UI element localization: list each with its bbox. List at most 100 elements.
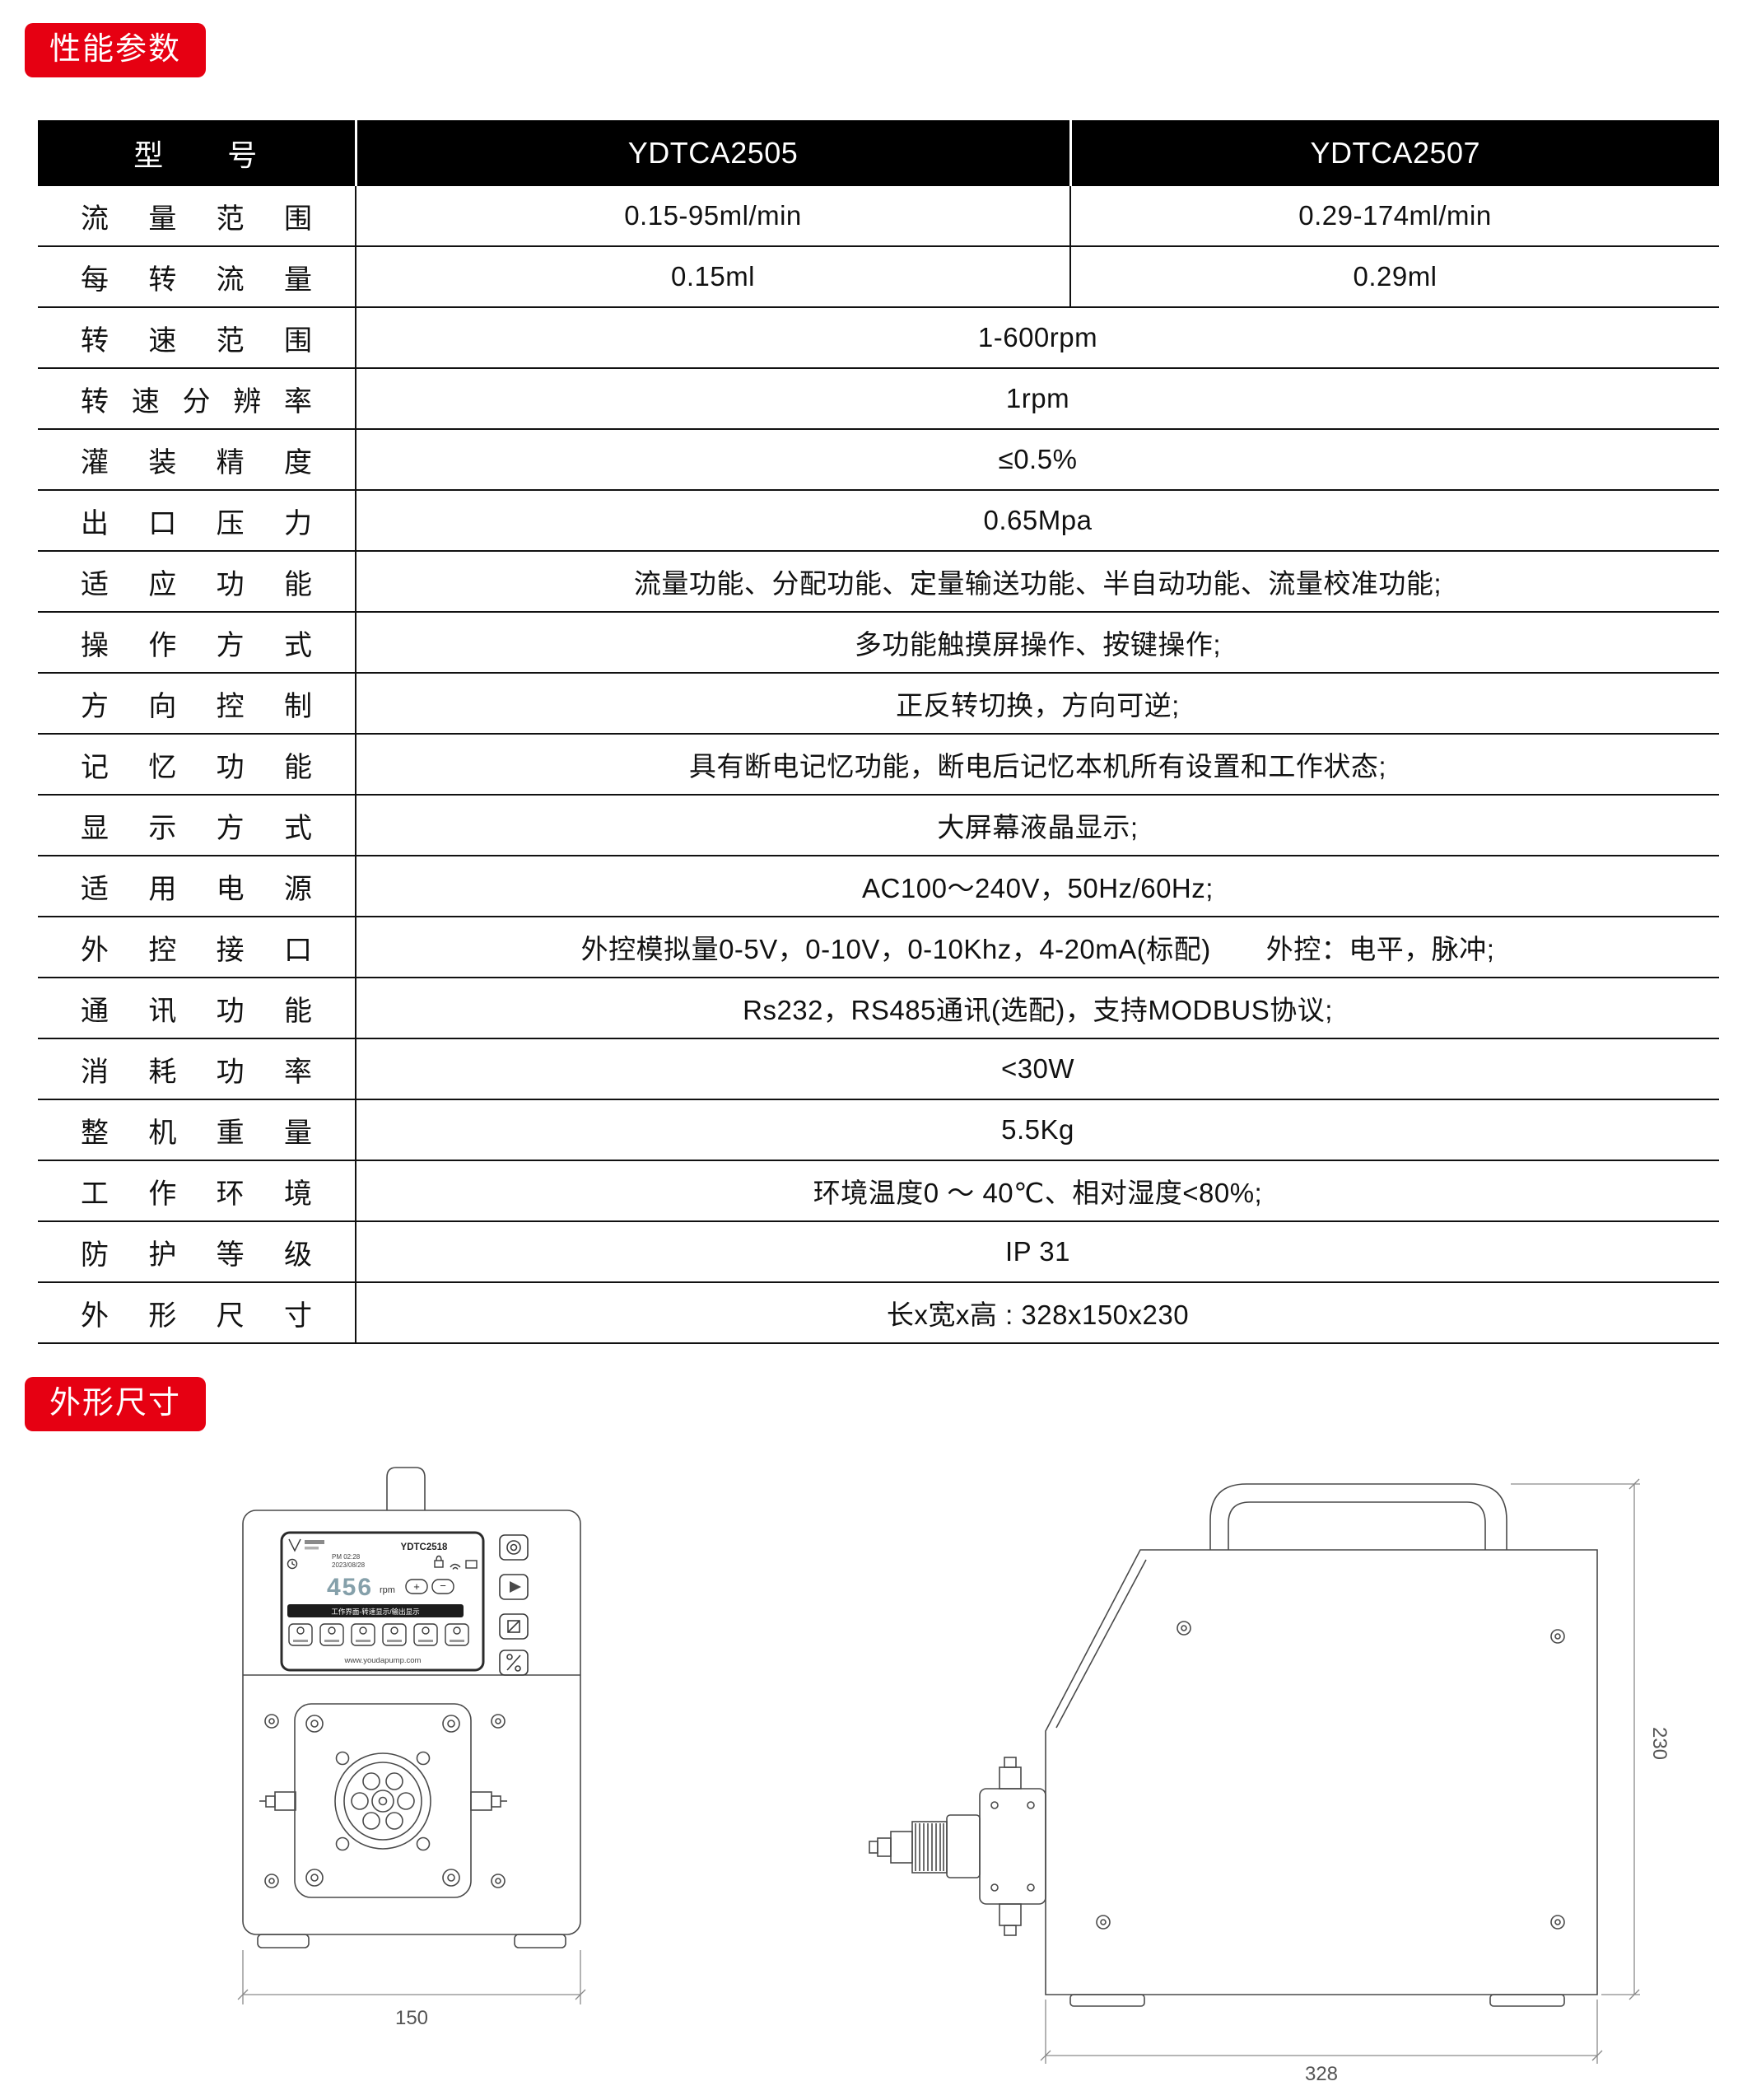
spec-value: ≤0.5% [356,429,1719,491]
spec-value-model1: 0.15-95ml/min [356,186,1071,247]
spec-label: 外形尺寸 [38,1282,356,1344]
spec-value: 长x宽x高 : 328x150x230 [356,1282,1719,1344]
spec-row: 防护等级 IP 31 [38,1221,1719,1283]
foot-right [1489,1994,1565,2007]
spec-value: 1-600rpm [356,307,1719,369]
tube-fitting-right [470,1791,492,1811]
mode-icon [328,1626,336,1635]
spec-value-model2: 0.29-174ml/min [1070,186,1719,247]
speed-display: 456 [327,1574,373,1601]
usb-icon [465,1560,478,1569]
panel-face-line [1055,1559,1147,1729]
carry-handle-outer [1209,1483,1507,1550]
foot-left [1069,1994,1145,2007]
spec-label: 通讯功能 [38,978,356,1039]
dimension-height-label: 230 [1648,1727,1670,1760]
spec-label: 工作环境 [38,1160,356,1222]
drive-shaft-housing [946,1814,981,1878]
brand-subtext-placeholder [305,1547,319,1550]
clock-icon [287,1558,298,1570]
spec-value: 环境温度0 ～ 40℃、相对湿度<80%; [356,1160,1719,1222]
spec-row: 通讯功能 Rs232，RS485通讯(选配)，支持MODBUS协议; [38,978,1719,1039]
calibrate-icon [422,1626,430,1635]
spec-header-row: 型 号 YDTCA2505 YDTCA2507 [38,120,1719,186]
roller [385,1812,403,1830]
dispense-icon [390,1626,398,1635]
minus-button-outline [431,1579,454,1594]
knurled-adjuster [911,1821,948,1874]
spec-value: IP 31 [356,1221,1719,1283]
spec-table: 型 号 YDTCA2505 YDTCA2507 流量范围 0.15-95ml/m… [38,120,1719,1344]
rotor-housing [334,1752,431,1850]
spec-label: 外控接口 [38,917,356,978]
spec-row: 适用电源 AC100～240V，50Hz/60Hz; [38,856,1719,917]
spec-value: 多功能触摸屏操作、按键操作; [356,612,1719,674]
spec-header-model-2: YDTCA2507 [1070,120,1719,186]
spec-label: 每转流量 [38,246,356,308]
spec-row: 外控接口 外控模拟量0-5V，0-10V，0-10Khz，4-20mA(标配) … [38,917,1719,978]
pump-head-plate [294,1703,472,1898]
plus-button-label: + [413,1580,420,1593]
carry-handle-inner [1228,1501,1486,1550]
spec-label: 显示方式 [38,795,356,856]
front-view-drawing: YDTC2518 2023/08/28 PM 02:28 456 rpm + −… [237,1467,586,2029]
spec-label: 方向控制 [38,673,356,735]
spec-label: 适应功能 [38,551,356,613]
spec-value: 大屏幕液晶显示; [356,795,1719,856]
spec-row: 工作环境 环境温度0 ～ 40℃、相对湿度<80%; [38,1160,1719,1222]
dimension-width [237,1950,586,2004]
spec-row: 每转流量 0.15ml 0.29ml [38,246,1719,308]
spec-label: 灌装精度 [38,429,356,491]
foot-left [257,1934,310,1948]
spec-header-model-label: 型 号 [38,120,357,186]
spec-row: 整机重量 5.5Kg [38,1099,1719,1161]
dimension-drawings: YDTC2518 2023/08/28 PM 02:28 456 rpm + −… [0,1459,1752,2100]
tube-port-bottom [999,1903,1022,1926]
dimension-length [1040,2000,1603,2064]
spec-row: 出口压力 0.65Mpa [38,490,1719,552]
side-view-drawing: 230 328 [869,1478,1670,2085]
spec-row: 操作方式 多功能触摸屏操作、按键操作; [38,612,1719,674]
spec-label: 记忆功能 [38,734,356,796]
plus-button-outline [405,1579,428,1594]
pump-body-front [242,1510,581,1935]
search-icon [453,1626,461,1635]
spec-label: 出口压力 [38,490,356,552]
spec-row: 记忆功能 具有断电记忆功能，断电后记忆本机所有设置和工作状态; [38,734,1719,796]
section-title-performance: 性能参数 [49,32,182,67]
spec-row: 显示方式 大屏幕液晶显示; [38,795,1719,856]
roller [385,1772,403,1790]
function-buttons [288,1623,469,1646]
prime-icon [359,1626,367,1635]
dimension-width-label: 150 [395,2007,428,2029]
tube-fitting-left [274,1791,296,1811]
spec-value: Rs232，RS485通讯(选配)，支持MODBUS协议; [356,978,1719,1039]
roller [351,1792,369,1810]
spec-value: 0.65Mpa [356,490,1719,552]
website-label: www.youdapump.com [344,1656,422,1665]
status-bar-text: 工作界面-转速显示/输出显示 [331,1608,419,1616]
brand-text-placeholder [305,1540,324,1544]
spec-label: 整机重量 [38,1099,356,1161]
section-badge-performance: 性能参数 [25,23,207,77]
head-block [979,1788,1046,1905]
spec-row: 消耗功率 <30W [38,1038,1719,1100]
end-fitting [890,1831,913,1864]
spec-row: 方向控制 正反转切换，方向可逆; [38,673,1719,735]
tube-port-top [999,1766,1022,1790]
minus-button-label: − [440,1580,446,1592]
pump-head-side [869,1757,1046,1936]
settings-icon [296,1626,305,1635]
pump-side-outline [1045,1483,1598,2007]
panel-time: PM 02:28 [332,1553,361,1561]
start-key-icon [510,1581,521,1593]
spec-value: 5.5Kg [356,1099,1719,1161]
section-title-dimensions: 外形尺寸 [49,1386,182,1421]
tube-retainer-tab [386,1467,426,1510]
foot-right [514,1934,566,1948]
roller [362,1812,380,1830]
spec-row: 转速范围 1-600rpm [38,307,1719,369]
control-panel-details [287,1538,478,1646]
spec-label: 防护等级 [38,1221,356,1283]
spec-value: 1rpm [356,368,1719,430]
